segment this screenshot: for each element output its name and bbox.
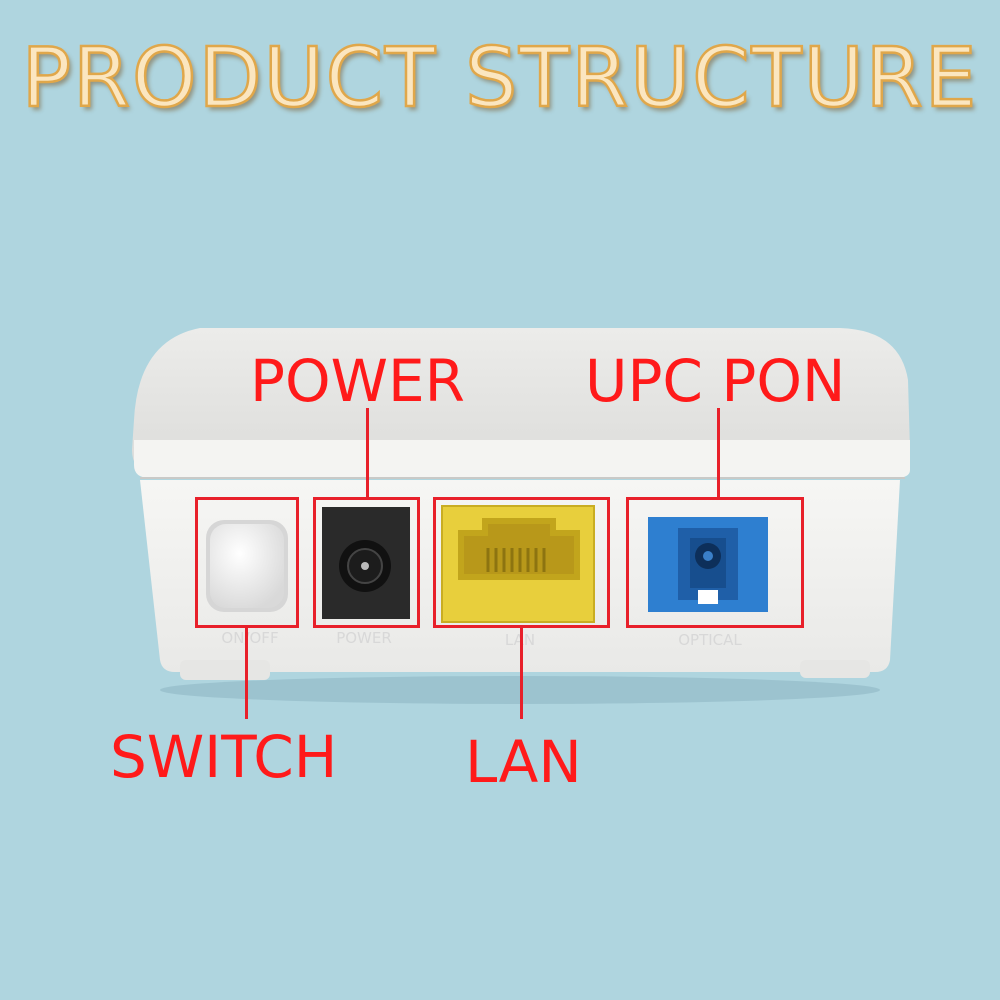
page-title: PRODUCT STRUCTURE xyxy=(20,31,979,126)
callout-power: POWER xyxy=(250,347,465,415)
device-foot-right xyxy=(800,660,870,678)
switch-button xyxy=(206,520,288,612)
port-label-switch: ON/OFF xyxy=(221,629,279,647)
switch-leader-line xyxy=(245,627,248,719)
power-leader-line xyxy=(366,408,369,498)
switch-highlight-box xyxy=(195,497,299,628)
device-foot-left xyxy=(180,660,270,680)
port-label-power: POWER xyxy=(336,629,392,647)
callout-upc-pon: UPC PON xyxy=(585,347,846,415)
lan-leader-line xyxy=(520,627,523,719)
optical-sc-port xyxy=(648,517,768,612)
optical-highlight-box xyxy=(626,497,804,628)
port-label-optical: OPTICAL xyxy=(678,631,742,649)
device-top-lid xyxy=(132,328,910,472)
callout-lan: LAN xyxy=(465,728,582,796)
lan-rj45-port xyxy=(441,505,595,623)
lan-highlight-box xyxy=(433,497,610,628)
upc-pon-leader-line xyxy=(717,408,720,498)
power-highlight-box xyxy=(313,497,420,628)
power-jack xyxy=(322,507,410,619)
callout-switch: SWITCH xyxy=(110,723,338,791)
